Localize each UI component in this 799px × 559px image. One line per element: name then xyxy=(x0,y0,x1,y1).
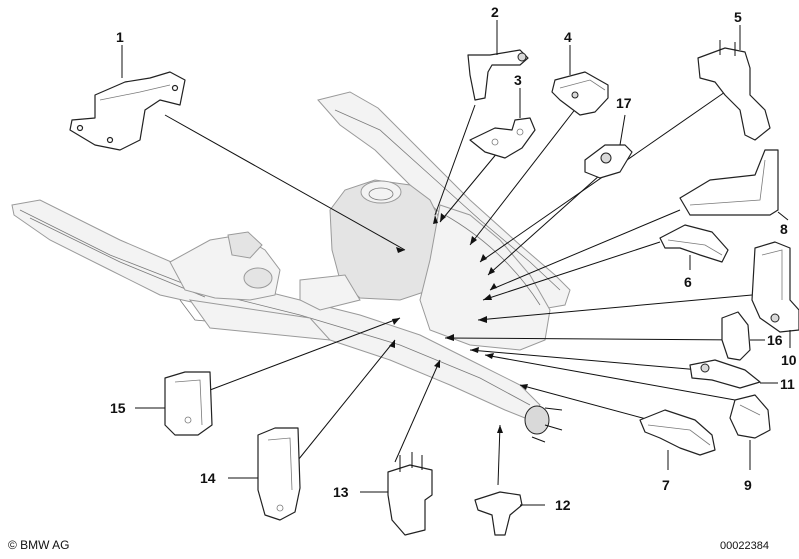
front-frame-assembly xyxy=(11,91,571,443)
part-9-bracket xyxy=(729,394,771,470)
callout-8: 8 xyxy=(780,221,788,237)
part-7-shield xyxy=(639,409,716,470)
callout-17: 17 xyxy=(616,95,632,111)
callout-15: 15 xyxy=(110,400,126,416)
part-16-clip xyxy=(721,311,765,361)
part-13-mount xyxy=(360,452,433,536)
callout-16: 16 xyxy=(767,332,783,348)
callout-12: 12 xyxy=(555,497,571,513)
part-10-bracket xyxy=(751,241,799,348)
part-17-clip xyxy=(584,114,633,179)
callout-13: 13 xyxy=(333,484,349,500)
callout-11: 11 xyxy=(780,376,795,392)
part-2-bracket xyxy=(467,20,529,101)
callout-6: 6 xyxy=(684,274,692,290)
callout-3: 3 xyxy=(514,72,522,88)
drawing-id-label: 00022384 xyxy=(720,540,769,552)
part-6-bracket xyxy=(659,224,729,270)
callout-2: 2 xyxy=(491,4,499,20)
part-4-bracket xyxy=(551,45,609,116)
part-12-bracket xyxy=(474,491,545,536)
part-11-stud-bracket xyxy=(689,359,778,389)
callout-14: 14 xyxy=(200,470,216,486)
callout-labels: 1 2 3 4 5 6 7 8 9 10 11 12 13 14 15 16 1… xyxy=(110,4,797,513)
part-3-clip xyxy=(469,88,536,159)
callout-7: 7 xyxy=(662,477,670,493)
part-15-bracket xyxy=(135,371,213,436)
callout-4: 4 xyxy=(564,29,572,45)
part-5-bracket xyxy=(697,25,771,141)
part-8-panel xyxy=(679,149,789,221)
part-14-bracket xyxy=(228,427,301,521)
copyright-label: © BMW AG xyxy=(8,538,70,552)
callout-5: 5 xyxy=(734,9,742,25)
callout-1: 1 xyxy=(116,29,124,45)
leader-lines xyxy=(164,91,753,486)
part-1-bracket xyxy=(69,45,186,151)
callout-9: 9 xyxy=(744,477,752,493)
callout-10: 10 xyxy=(781,352,797,368)
